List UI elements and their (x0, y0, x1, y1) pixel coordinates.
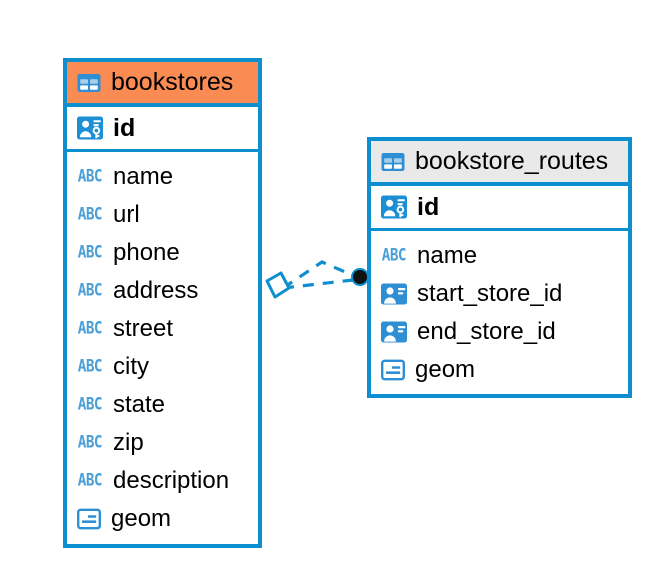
primary-key-row-bookstore-routes[interactable]: id (371, 186, 628, 231)
abc-glyph: ABC (77, 243, 103, 263)
foreign-key-icon (380, 318, 408, 346)
abc-glyph: ABC (77, 319, 103, 339)
field-row-name[interactable]: ABC name (67, 158, 258, 196)
field-list-bookstore-routes: ABC name start_store_id (371, 231, 628, 396)
field-row-address[interactable]: ABC address (67, 272, 258, 310)
field-label-state: state (113, 391, 166, 418)
primary-key-icon (380, 193, 408, 221)
abc-glyph: ABC (77, 395, 103, 415)
abc-text-icon: ABC (76, 396, 104, 414)
field-row-zip[interactable]: ABC zip (67, 424, 258, 462)
primary-key-row-bookstores[interactable]: id (67, 107, 258, 152)
abc-glyph: ABC (77, 167, 103, 187)
field-row-city[interactable]: ABC city (67, 348, 258, 386)
field-row-end-store-id[interactable]: end_store_id (371, 313, 628, 351)
abc-text-icon: ABC (76, 320, 104, 338)
field-label-name: name (417, 242, 478, 269)
primary-key-label-bookstores: id (113, 113, 136, 142)
abc-glyph: ABC (77, 471, 103, 491)
field-label-geom: geom (415, 356, 476, 383)
relationship-diamond-marker (265, 271, 291, 299)
table-grid-icon (380, 149, 406, 175)
primary-key-icon (76, 114, 104, 142)
field-label-phone: phone (113, 239, 180, 266)
field-label-description: description (113, 467, 230, 494)
field-label-street: street (113, 315, 174, 342)
field-label-url: url (113, 201, 140, 228)
field-row-description[interactable]: ABC description (67, 462, 258, 500)
abc-text-icon: ABC (76, 434, 104, 452)
field-row-url[interactable]: ABC url (67, 196, 258, 234)
table-grid-icon (76, 70, 102, 96)
entity-header-bookstore-routes[interactable]: bookstore_routes (371, 141, 628, 186)
field-row-name[interactable]: ABC name (371, 237, 628, 275)
abc-glyph: ABC (77, 357, 103, 377)
field-label-name: name (113, 163, 174, 190)
field-label-zip: zip (113, 429, 144, 456)
geometry-icon (380, 357, 406, 383)
field-label-address: address (113, 277, 199, 304)
relationship-line-start-store-id[interactable] (282, 260, 360, 290)
abc-text-icon: ABC (76, 244, 104, 262)
geometry-icon (76, 506, 102, 532)
relationship-line-end-store-id[interactable] (282, 278, 354, 290)
field-label-city: city (113, 353, 149, 380)
field-list-bookstores: ABC name ABC url ABC phone ABC (67, 152, 258, 545)
abc-glyph: ABC (77, 433, 103, 453)
field-label-start-store-id: start_store_id (417, 280, 563, 307)
entity-table-bookstores[interactable]: bookstores id ABC (63, 58, 262, 548)
field-row-start-store-id[interactable]: start_store_id (371, 275, 628, 313)
abc-text-icon: ABC (76, 472, 104, 490)
entity-title-bookstore-routes: bookstore_routes (415, 147, 609, 175)
field-row-geom[interactable]: geom (371, 351, 628, 389)
abc-glyph: ABC (77, 205, 103, 225)
primary-key-label-bookstore-routes: id (417, 192, 440, 221)
abc-text-icon: ABC (380, 247, 408, 265)
abc-text-icon: ABC (76, 168, 104, 186)
field-label-geom: geom (111, 505, 172, 532)
field-row-phone[interactable]: ABC phone (67, 234, 258, 272)
field-row-street[interactable]: ABC street (67, 310, 258, 348)
abc-text-icon: ABC (76, 206, 104, 224)
foreign-key-icon (380, 280, 408, 308)
abc-glyph: ABC (381, 246, 407, 266)
abc-text-icon: ABC (76, 282, 104, 300)
entity-table-bookstore-routes[interactable]: bookstore_routes id ABC (367, 137, 632, 398)
abc-text-icon: ABC (76, 358, 104, 376)
entity-header-bookstores[interactable]: bookstores (67, 62, 258, 107)
entity-title-bookstores: bookstores (111, 68, 234, 96)
abc-glyph: ABC (77, 281, 103, 301)
field-row-state[interactable]: ABC state (67, 386, 258, 424)
field-row-geom[interactable]: geom (67, 500, 258, 538)
field-label-end-store-id: end_store_id (417, 318, 556, 345)
